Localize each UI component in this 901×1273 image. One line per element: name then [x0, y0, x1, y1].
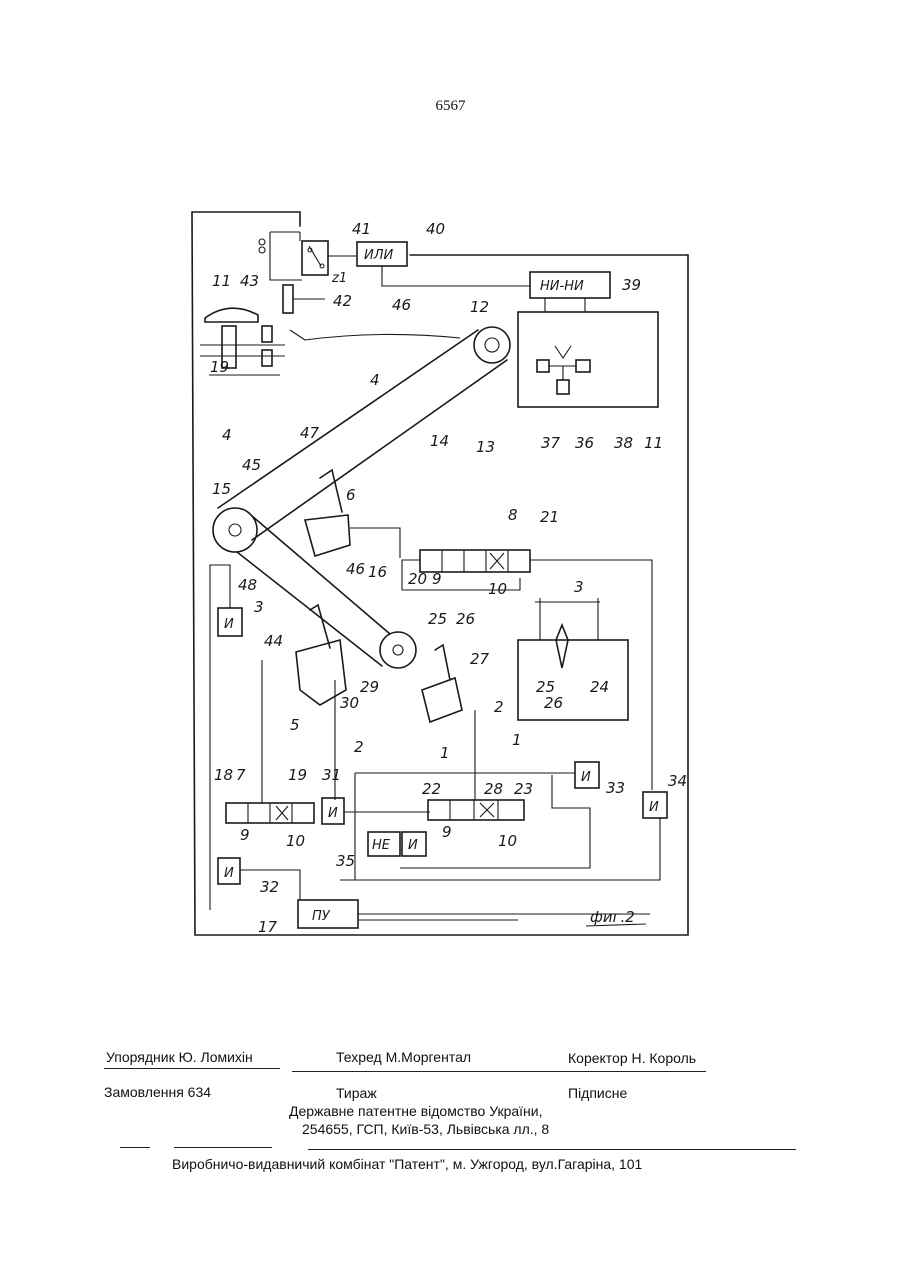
svg-text:27: 27: [470, 650, 490, 668]
svg-text:21: 21: [540, 508, 559, 526]
svg-text:И: И: [649, 800, 659, 815]
svg-text:40: 40: [426, 220, 445, 238]
svg-text:7: 7: [236, 766, 246, 784]
drum-12: [474, 327, 510, 363]
svg-text:1: 1: [512, 731, 522, 749]
svg-text:15: 15: [212, 480, 231, 498]
svg-text:46: 46: [392, 296, 411, 314]
drum-15: [213, 508, 257, 552]
office-line-1: Державне патентне відомство України,: [289, 1103, 543, 1119]
subscription-text: Підписне: [568, 1085, 627, 1101]
switch-41: [302, 241, 328, 275]
svg-text:9: 9: [432, 570, 442, 588]
svg-text:2: 2: [354, 738, 364, 756]
svg-text:33: 33: [606, 779, 625, 797]
svg-text:14: 14: [430, 432, 449, 450]
svg-text:16: 16: [368, 563, 387, 581]
svg-text:36: 36: [575, 434, 594, 452]
svg-text:6: 6: [346, 486, 356, 504]
svg-text:19: 19: [288, 766, 307, 784]
valve-8: [420, 550, 530, 572]
svg-text:41: 41: [352, 220, 371, 238]
office-line-2: 254655, ГСП, Київ-53, Львівська лл., 8: [302, 1121, 549, 1137]
svg-text:И: И: [224, 617, 234, 632]
svg-text:11: 11: [212, 272, 231, 290]
svg-text:9: 9: [240, 826, 250, 844]
svg-text:30: 30: [340, 694, 359, 712]
svg-text:26: 26: [544, 694, 563, 712]
svg-text:17: 17: [258, 918, 278, 936]
svg-text:3: 3: [574, 578, 584, 596]
valve-28: [428, 800, 524, 820]
svg-text:43: 43: [240, 272, 259, 290]
svg-text:45: 45: [242, 456, 261, 474]
svg-text:38: 38: [614, 434, 633, 452]
svg-text:НЕ: НЕ: [372, 838, 391, 853]
order-text: Замовлення 634: [104, 1084, 211, 1100]
svg-text:34: 34: [668, 772, 687, 790]
svg-text:35: 35: [336, 852, 355, 870]
svg-text:2: 2: [494, 698, 504, 716]
svg-text:И: И: [581, 770, 591, 785]
svg-text:4: 4: [222, 426, 232, 444]
svg-text:8: 8: [508, 506, 518, 524]
svg-text:42: 42: [333, 292, 352, 310]
drum-25: [380, 632, 416, 668]
svg-text:12: 12: [470, 298, 489, 316]
svg-text:46: 46: [346, 560, 365, 578]
svg-text:18: 18: [214, 766, 233, 784]
svg-text:23: 23: [514, 780, 533, 798]
svg-text:10: 10: [286, 832, 305, 850]
svg-text:44: 44: [264, 632, 283, 650]
svg-text:48: 48: [238, 576, 257, 594]
footer-rule-2: [292, 1071, 706, 1072]
footer-rule-5: [308, 1149, 796, 1150]
footer-rule-4: [174, 1147, 272, 1148]
svg-text:31: 31: [322, 766, 341, 784]
svg-text:29: 29: [360, 678, 379, 696]
svg-text:19: 19: [210, 358, 229, 376]
corrector-text: Коректор Н. Король: [568, 1050, 696, 1066]
svg-text:1: 1: [440, 744, 450, 762]
svg-text:3: 3: [254, 598, 264, 616]
svg-text:5: 5: [290, 716, 300, 734]
svg-text:39: 39: [622, 276, 641, 294]
svg-text:10: 10: [498, 832, 517, 850]
svg-text:26: 26: [456, 610, 475, 628]
compiler-text: Упорядник Ю. Ломихін: [106, 1049, 253, 1065]
svg-text:13: 13: [476, 438, 495, 456]
svg-text:47: 47: [300, 424, 320, 442]
svg-text:11: 11: [644, 434, 663, 452]
svg-text:z1: z1: [331, 271, 347, 286]
footer-rule-1: [104, 1068, 280, 1069]
techred-text: Техред М.Моргентал: [336, 1049, 471, 1065]
svg-text:10: 10: [488, 580, 507, 598]
svg-text:4: 4: [370, 371, 380, 389]
svg-text:24: 24: [590, 678, 609, 696]
svg-text:ПУ: ПУ: [312, 909, 331, 924]
svg-text:28: 28: [484, 780, 503, 798]
nor-block-label: НИ-НИ: [540, 279, 584, 294]
svg-text:37: 37: [541, 434, 561, 452]
svg-text:20: 20: [408, 570, 427, 588]
svg-text:25: 25: [428, 610, 447, 628]
footer-rule-3: [120, 1147, 150, 1148]
figure-caption: фиг.2: [590, 908, 635, 926]
svg-text:И: И: [408, 838, 418, 853]
svg-text:И: И: [224, 866, 234, 881]
svg-text:И: И: [328, 806, 338, 821]
publisher-text: Виробничо-видавничий комбінат "Патент", …: [172, 1156, 642, 1172]
circulation-text: Тираж: [336, 1085, 377, 1101]
svg-text:9: 9: [442, 823, 452, 841]
svg-text:22: 22: [422, 780, 441, 798]
svg-text:32: 32: [260, 878, 279, 896]
or-block-label: ИЛИ: [364, 248, 394, 263]
